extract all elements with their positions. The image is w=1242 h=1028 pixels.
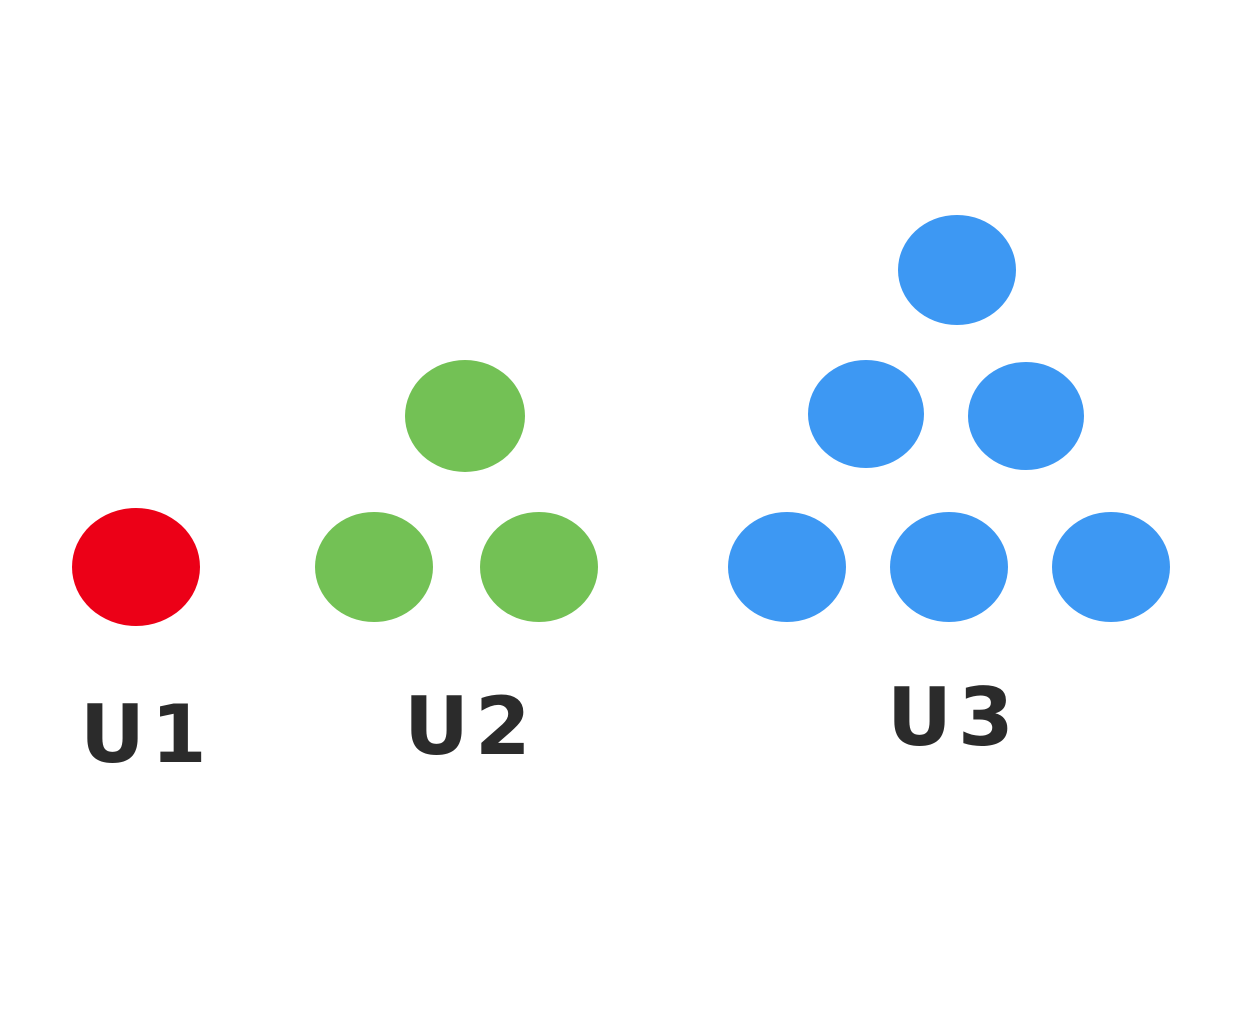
u3-label: U3 [887, 671, 1020, 764]
u2-label: U2 [404, 680, 537, 773]
u3-dot-row2-right [968, 362, 1084, 470]
u1-dot-1 [72, 508, 200, 626]
u3-dot-row3-right [1052, 512, 1170, 622]
u2-dot-bottom-right [480, 512, 598, 622]
u2-dot-top [405, 360, 525, 472]
u3-dot-row3-left [728, 512, 846, 622]
u3-dot-row1 [898, 215, 1016, 325]
u2-dot-bottom-left [315, 512, 433, 622]
u3-dot-row2-left [808, 360, 924, 468]
u3-dot-row3-middle [890, 512, 1008, 622]
u1-label: U1 [80, 688, 213, 781]
